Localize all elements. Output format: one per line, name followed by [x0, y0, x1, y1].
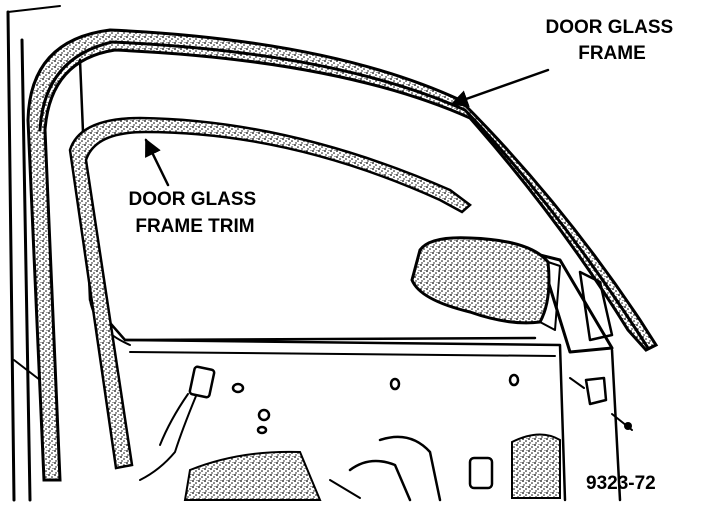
mirror-sail [538, 253, 614, 354]
door-inner-panel [123, 338, 622, 502]
leader-arrow-frame [450, 68, 550, 107]
door-glass-frame-trim [68, 116, 472, 470]
a-pillar [6, 5, 61, 502]
label-door-glass-frame-trim-line2: FRAME TRIM [135, 216, 254, 237]
label-door-glass-frame-trim: DOOR GLASS FRAME TRIM [128, 189, 261, 237]
fastener-holes [231, 373, 520, 435]
trim-screw [569, 376, 633, 431]
side-mirror [410, 236, 561, 331]
window-regulator [183, 433, 561, 502]
label-door-glass-frame-line2: FRAME [578, 43, 646, 64]
label-door-glass-frame-trim-line1: DOOR GLASS [128, 189, 256, 210]
figure-number: 9323-72 [586, 473, 656, 494]
label-door-glass-frame: DOOR GLASS FRAME [545, 17, 678, 64]
leader-arrow-frame-trim [144, 138, 170, 187]
door-glass-frame [26, 28, 659, 482]
wiring-connector [139, 365, 216, 481]
label-door-glass-frame-line1: DOOR GLASS [545, 17, 673, 38]
